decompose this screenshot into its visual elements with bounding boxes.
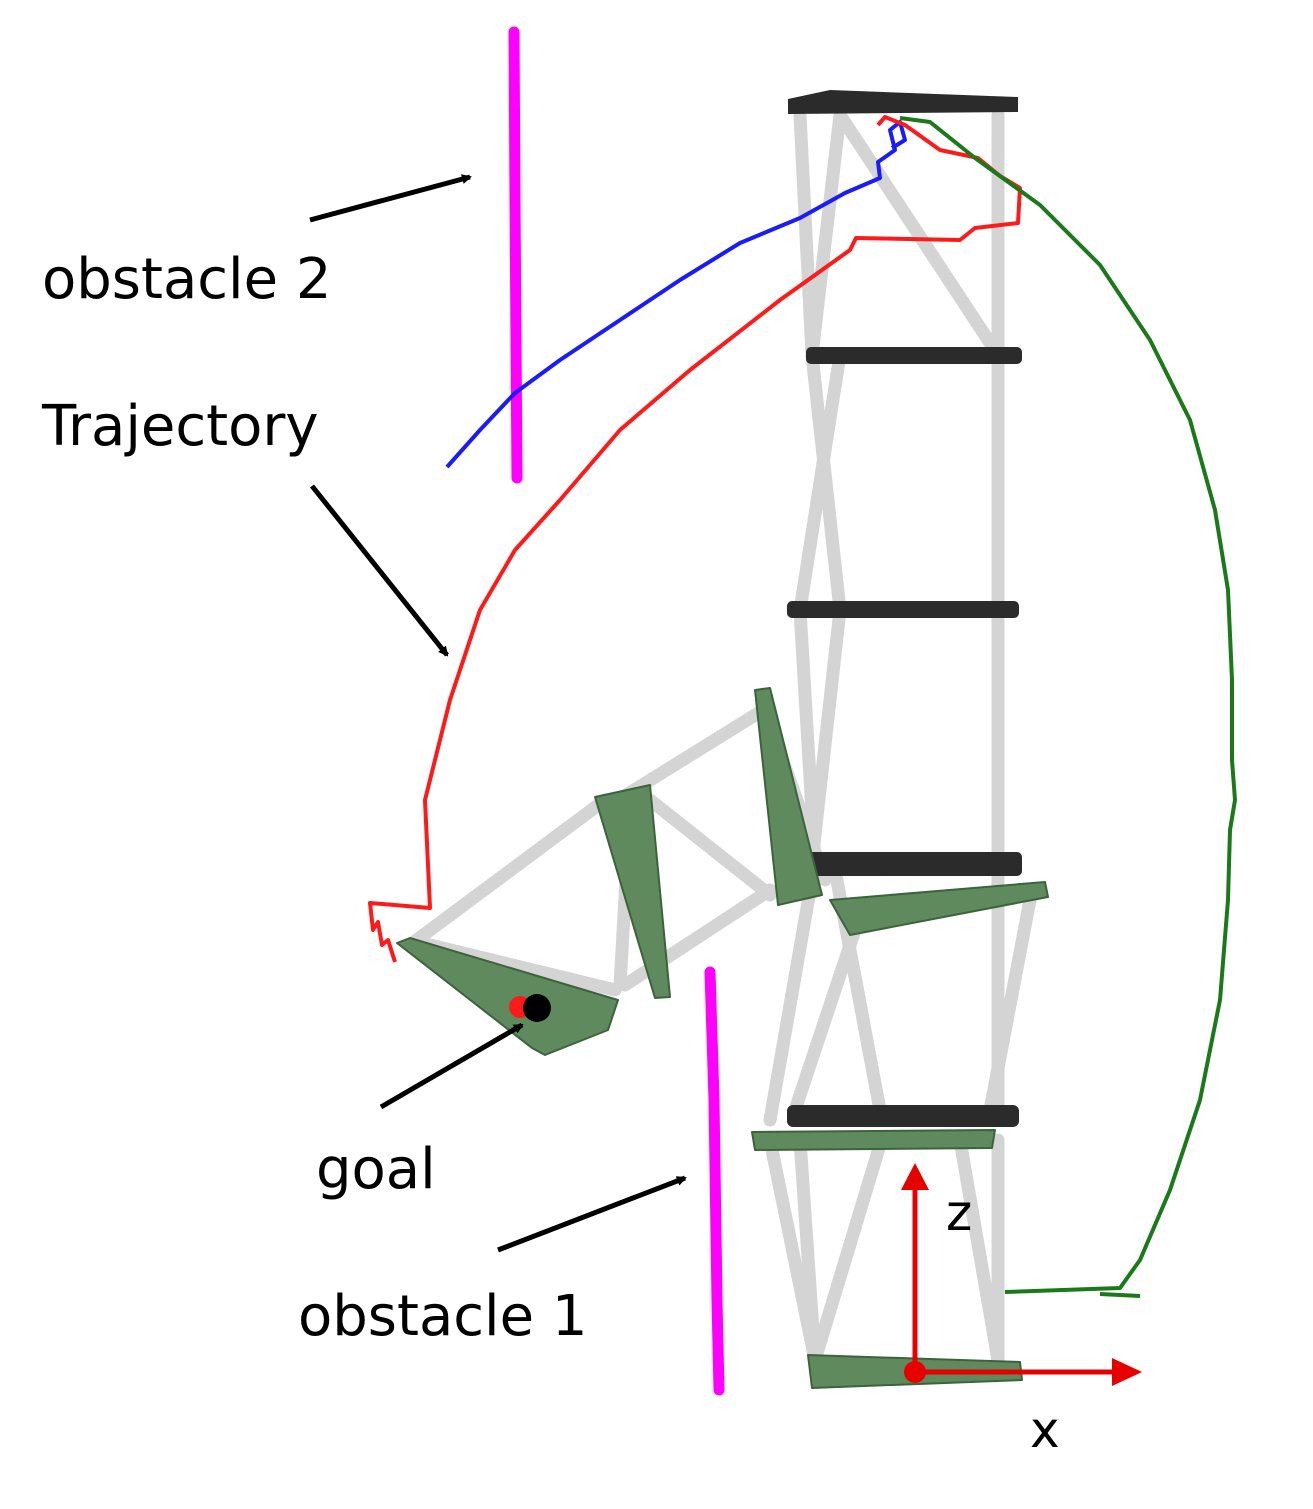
platform-3 bbox=[787, 601, 1019, 618]
green-links bbox=[396, 687, 1049, 1389]
label-obstacle-1: obstacle 1 bbox=[298, 1284, 588, 1349]
link-goal bbox=[396, 937, 619, 1056]
frame-origin-dot bbox=[904, 1361, 926, 1383]
link-mid-right bbox=[754, 687, 823, 906]
label-trajectory: Trajectory bbox=[41, 394, 319, 459]
trajectory-blue bbox=[445, 120, 907, 469]
z-axis-head bbox=[901, 1163, 929, 1190]
link-lower bbox=[751, 1129, 996, 1151]
platform-2 bbox=[806, 347, 1022, 364]
goal-arrow bbox=[379, 1022, 524, 1110]
obstacle-1-bar bbox=[704, 966, 725, 1396]
platform-5 bbox=[787, 1105, 1019, 1127]
obstacles bbox=[508, 26, 725, 1396]
goal-marker bbox=[509, 994, 551, 1022]
link-mid-left bbox=[594, 784, 671, 999]
trajectory-green bbox=[899, 116, 1237, 1298]
coordinate-frame bbox=[901, 1163, 1142, 1386]
obstacle-1-arrow bbox=[497, 1175, 687, 1253]
platforms bbox=[787, 90, 1022, 1127]
trajectory-arrow bbox=[310, 484, 449, 657]
x-axis-head bbox=[1112, 1358, 1142, 1386]
goal-black-dot bbox=[523, 994, 551, 1022]
obstacle-2-arrow bbox=[309, 174, 472, 223]
label-axis-z: z bbox=[946, 1184, 972, 1242]
platform-top bbox=[788, 90, 1018, 114]
label-obstacle-2: obstacle 2 bbox=[42, 247, 332, 312]
obstacle-2-bar bbox=[508, 26, 523, 484]
link-right bbox=[829, 881, 1049, 936]
annotation-arrows bbox=[309, 174, 687, 1253]
label-axis-x: x bbox=[1030, 1401, 1060, 1459]
platform-4 bbox=[806, 852, 1022, 876]
trajectories bbox=[368, 115, 1237, 1298]
label-goal: goal bbox=[316, 1137, 436, 1202]
